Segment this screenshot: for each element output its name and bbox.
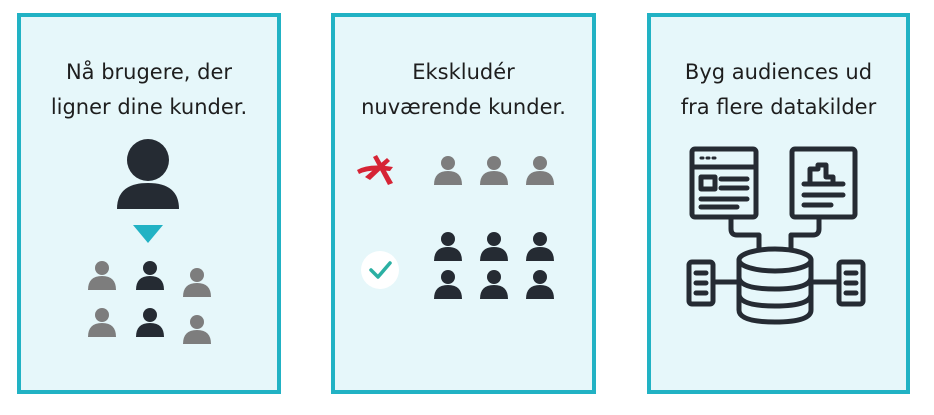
card-title: Byg audiences ud fra flere datakilder — [651, 55, 906, 125]
exclude-illustration — [357, 155, 554, 299]
user-icon — [136, 261, 164, 290]
arrow-down-icon — [133, 225, 163, 243]
data-sources-illustration — [686, 146, 866, 325]
user-icon — [183, 268, 211, 297]
card-data-sources: Byg audiences ud fra flere datakilder — [647, 13, 910, 394]
card-title-line: Nå brugere, der — [65, 60, 233, 84]
database-icon — [736, 246, 814, 325]
user-icon — [434, 156, 462, 185]
card-lookalike: Nå brugere, der ligner dine kunder. — [17, 13, 281, 394]
user-icon — [480, 270, 508, 299]
user-icon — [480, 232, 508, 261]
user-icon — [526, 156, 554, 185]
chart-window-icon — [789, 146, 858, 220]
user-icon — [88, 261, 116, 290]
document-icon — [836, 259, 866, 307]
card-title-line: nuværende kunder. — [361, 95, 566, 119]
user-icon — [434, 232, 462, 261]
x-mark-icon — [357, 155, 393, 185]
user-icon — [526, 232, 554, 261]
user-icon — [117, 139, 179, 209]
user-icon — [136, 308, 164, 337]
dashboard-window-icon — [689, 146, 759, 220]
document-icon — [686, 259, 716, 307]
user-icon — [526, 270, 554, 299]
card-title: Ekskludér nuværende kunder. — [335, 55, 592, 125]
card-title-line: Ekskludér — [412, 60, 515, 84]
card-title: Nå brugere, der ligner dine kunder. — [21, 55, 277, 125]
card-exclude: Ekskludér nuværende kunder. — [331, 13, 596, 394]
user-icon — [480, 156, 508, 185]
user-icon — [434, 270, 462, 299]
card-title-line: ligner dine kunder. — [50, 95, 248, 119]
user-icon — [88, 308, 116, 337]
card-title-line: Byg audiences ud — [684, 60, 873, 84]
lookalike-illustration — [88, 139, 211, 344]
card-title-line: fra flere datakilder — [680, 95, 877, 119]
user-icon — [183, 315, 211, 344]
checkmark-icon — [361, 251, 399, 289]
